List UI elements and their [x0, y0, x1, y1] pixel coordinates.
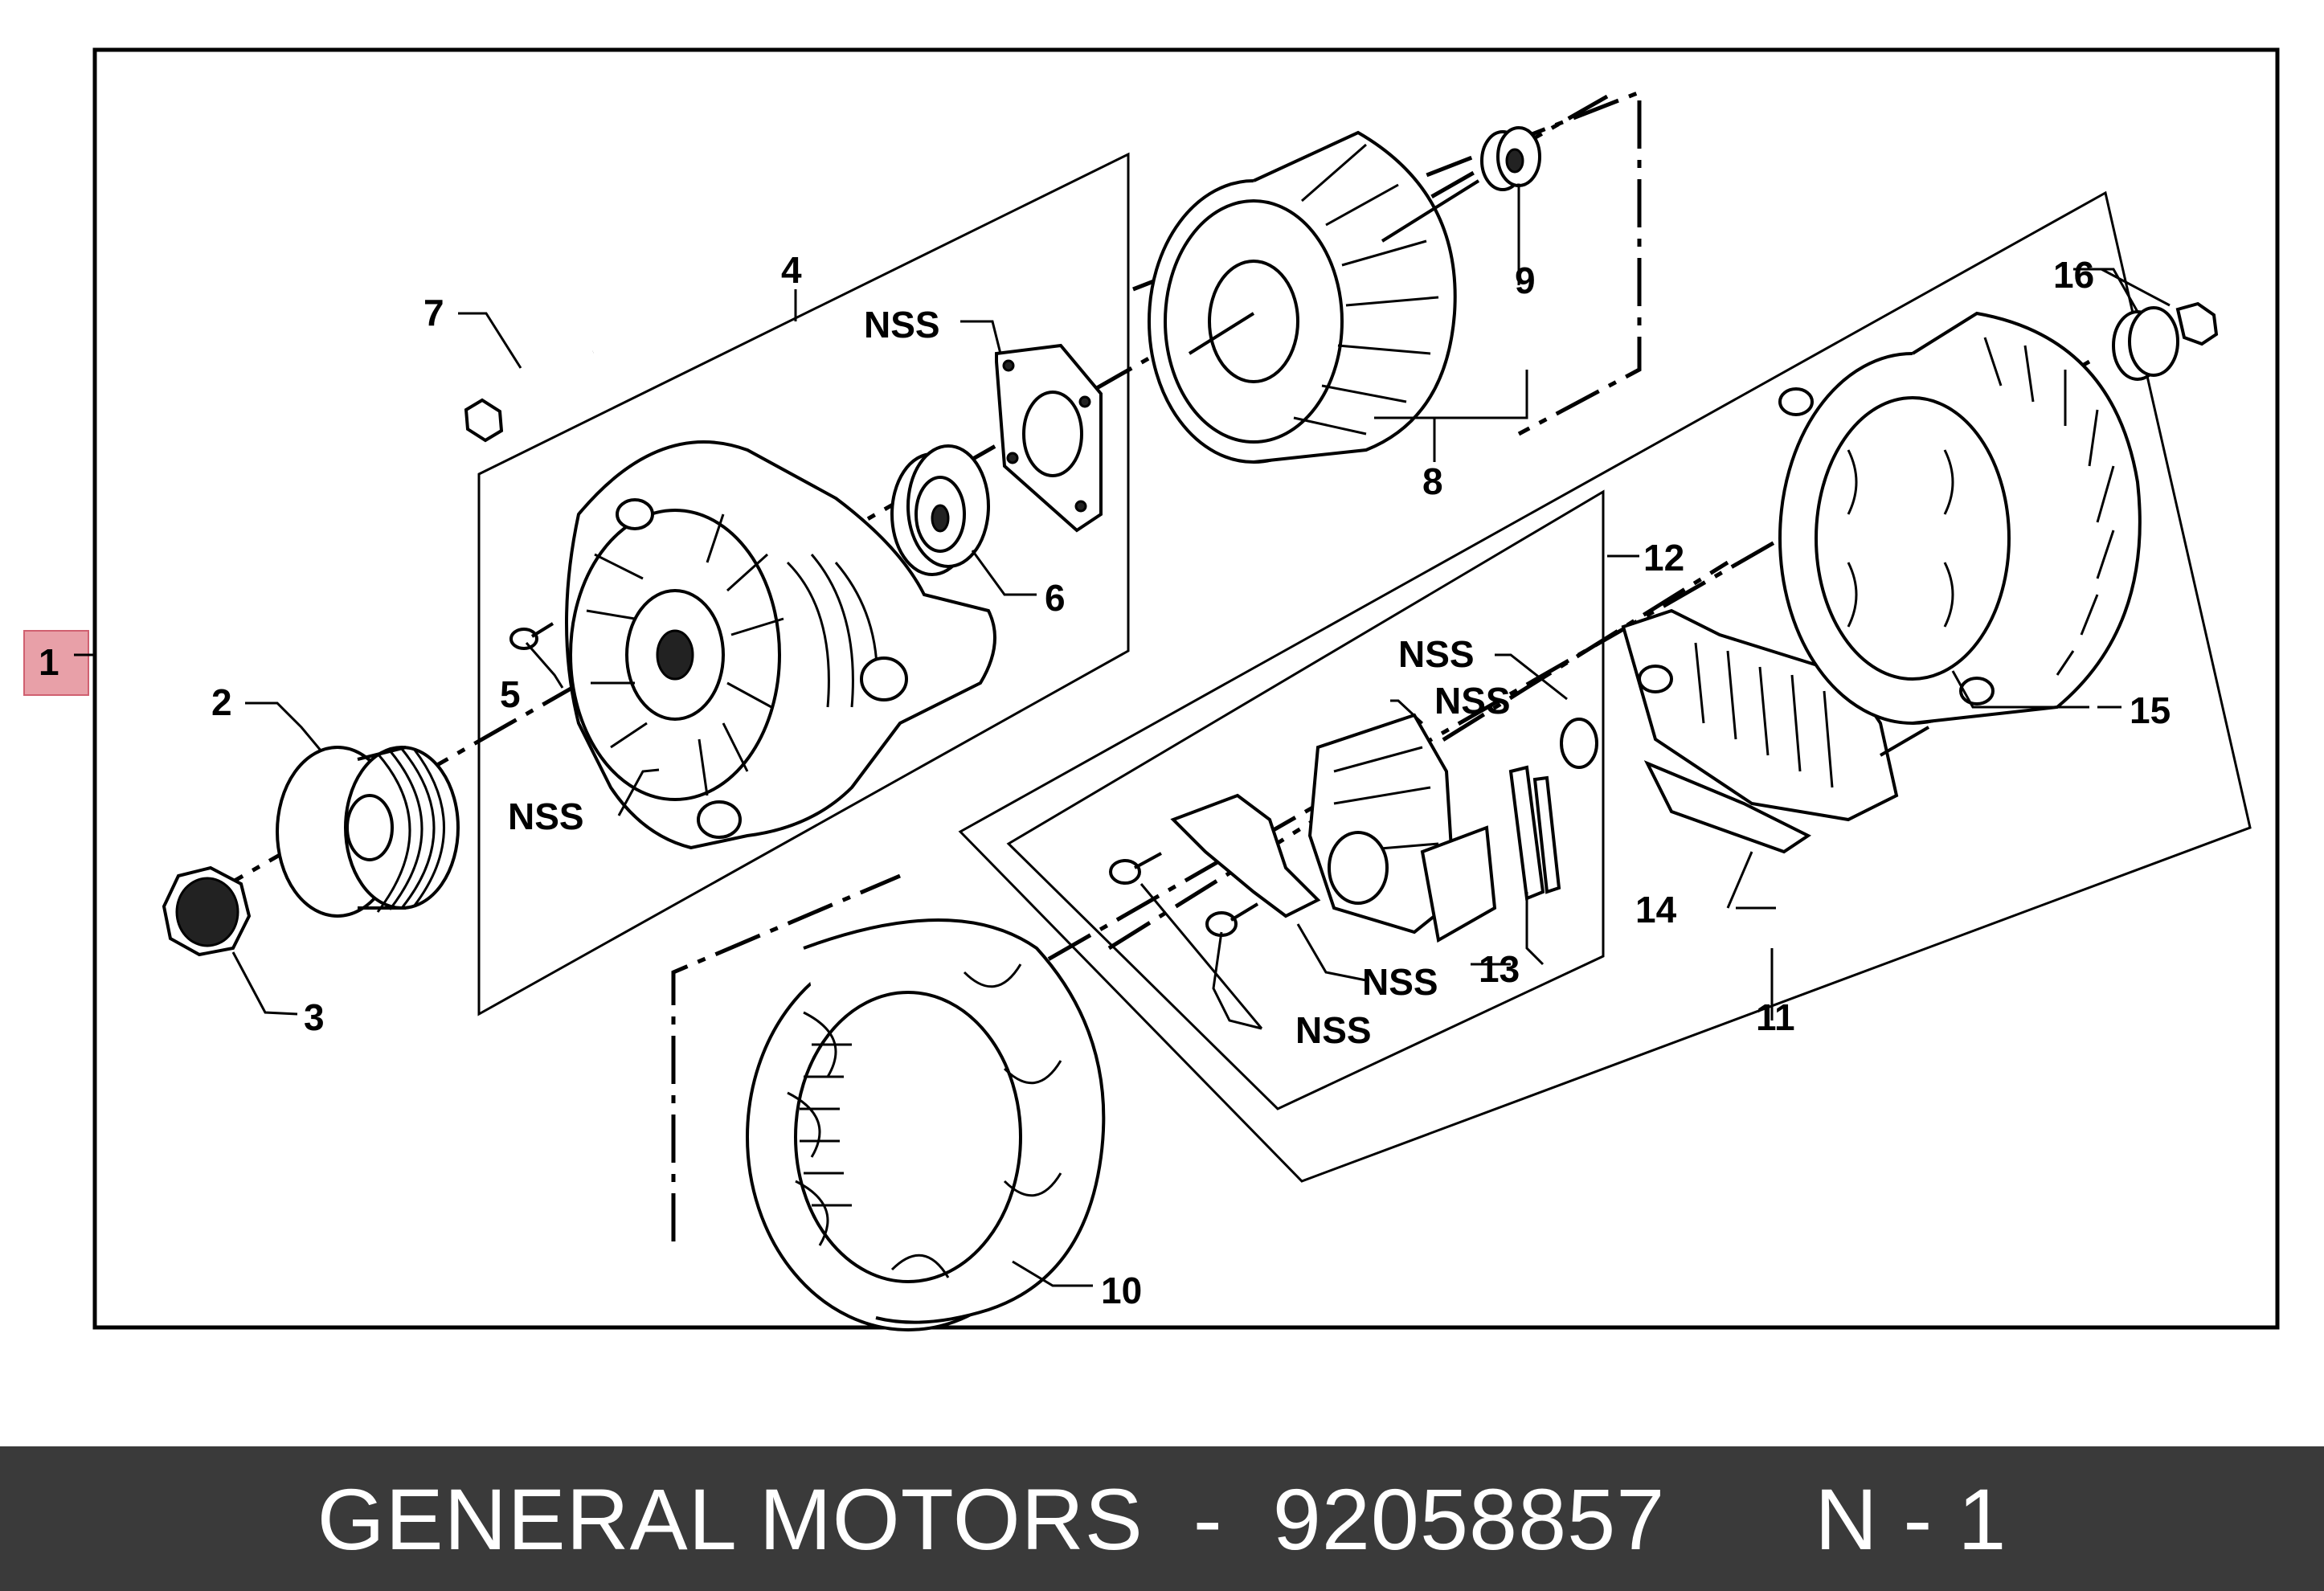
footer-brand: GENERAL MOTORS — [317, 1470, 1144, 1568]
drive-end-housing-part-4 — [565, 440, 996, 850]
group-box-4 — [477, 152, 1130, 1016]
callout-nss-housing: NSS — [508, 796, 584, 837]
diagram-frame — [92, 47, 2280, 1330]
group-box-12 — [1006, 489, 1605, 1110]
terminal-nut-part-16 — [2112, 301, 2219, 381]
through-bolt-part-7 — [464, 350, 595, 443]
footer-banner: GENERAL MOTORS - 92058857 N - 1 — [0, 1446, 2324, 1591]
voltage-regulator-part-13 — [1307, 713, 1561, 943]
nut-part-3 — [162, 865, 252, 957]
leader-lines — [231, 183, 2171, 1287]
callout-14: 14 — [1635, 889, 1677, 930]
rectifier-part-14 — [1621, 608, 1930, 854]
brush-plate-nss — [1170, 793, 1321, 918]
callout-11: 11 — [1756, 996, 1795, 1038]
screw-part-5 — [509, 622, 554, 650]
callout-4: 4 — [781, 249, 802, 291]
alternator-exploded-diagram: 1 — [23, 47, 2280, 1331]
callout-6: 6 — [1045, 577, 1066, 619]
callout-5: 5 — [500, 673, 521, 715]
retainer-plate-nss — [995, 343, 1103, 533]
bearing-part-6 — [890, 444, 990, 576]
slip-ring-end-housing-part-15 — [1778, 311, 2142, 725]
callout-nss-plate: NSS — [864, 304, 940, 346]
callout-15: 15 — [2130, 689, 2171, 731]
callout-nss-regulator: NSS — [1434, 680, 1511, 722]
rotor-part-8 — [1148, 130, 1480, 464]
footer-page: N - 1 — [1815, 1470, 2007, 1568]
callout-nss-brush-plate: NSS — [1362, 961, 1438, 1003]
stator-part-10 — [746, 918, 1106, 1331]
callout-8: 8 — [1422, 460, 1443, 502]
callout-3: 3 — [304, 996, 325, 1038]
callout-9: 9 — [1515, 260, 1536, 301]
callout-13: 13 — [1479, 948, 1520, 990]
group-box-11 — [958, 190, 2252, 1183]
callout-12: 12 — [1643, 537, 1684, 579]
screw-nss-lower — [1205, 902, 1259, 937]
callout-2: 2 — [211, 681, 232, 723]
callout-nss-screws: NSS — [1295, 1009, 1372, 1051]
callout-1-highlight[interactable] — [23, 630, 89, 696]
snap-ring-nss — [1560, 718, 1598, 769]
callout-16: 16 — [2053, 254, 2094, 296]
footer-part-number: 92058857 — [1272, 1470, 1666, 1568]
group-box-10 — [671, 873, 901, 1241]
footer-separator: - — [1193, 1470, 1223, 1568]
assembly-axis-mid — [1107, 560, 1729, 951]
pulley-part-2 — [276, 746, 460, 918]
callout-nss-snap-ring: NSS — [1398, 633, 1475, 675]
callout-10: 10 — [1101, 1270, 1142, 1311]
screw-nss-upper — [1109, 852, 1162, 885]
callout-1[interactable]: 1 — [39, 641, 59, 683]
slip-ring-bearing-part-9 — [1480, 126, 1541, 191]
callout-7: 7 — [423, 292, 444, 333]
